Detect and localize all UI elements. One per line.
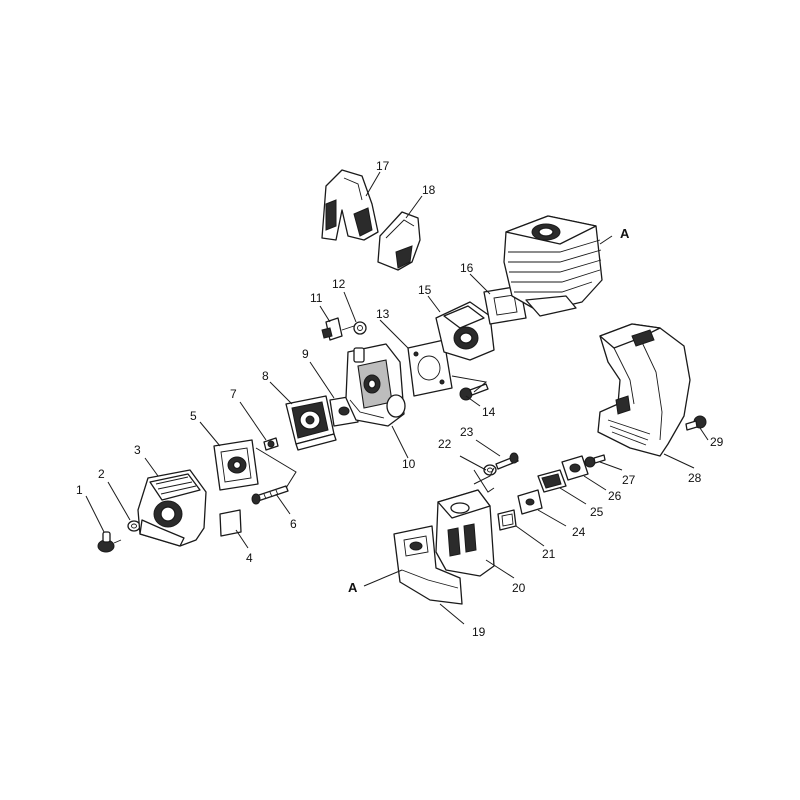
part-25-plate (537, 469, 567, 493)
part-20-muffler (435, 489, 495, 577)
callout-14: 14 (482, 405, 496, 419)
callout-2: 2 (98, 467, 105, 481)
callout-17: 17 (376, 159, 390, 173)
callout-18: 18 (422, 183, 436, 197)
part-23-bolt (495, 452, 519, 470)
part-26-gasket (561, 455, 589, 481)
callout-7: 7 (230, 387, 237, 401)
callout-8: 8 (262, 369, 269, 383)
part-4-filter-element (219, 509, 242, 537)
part-29-bolt (685, 415, 707, 431)
part-5-gasket (213, 439, 259, 491)
callout-16: 16 (460, 261, 474, 275)
part-6-bolt (251, 485, 289, 505)
reference-mark-bracket: A (348, 580, 358, 595)
callout-29: 29 (710, 435, 724, 449)
part-27-screw (584, 454, 606, 468)
part-2-washer (127, 520, 141, 532)
part-7-nut (263, 437, 279, 451)
part-28-shroud (597, 323, 691, 457)
callout-1: 1 (76, 483, 83, 497)
part-17-cover (321, 169, 379, 241)
reference-mark-cylinder: A (620, 226, 630, 241)
part-21-spark-arrestor (497, 509, 517, 531)
cylinder-assembly (503, 215, 603, 317)
part-24-gasket (517, 489, 543, 515)
callout-26: 26 (608, 489, 622, 503)
callout-27: 27 (622, 473, 636, 487)
callout-3: 3 (134, 443, 141, 457)
part-1-knob (97, 531, 122, 553)
callout-25: 25 (590, 505, 604, 519)
callout-5: 5 (190, 409, 197, 423)
part-18-cover (377, 211, 421, 271)
callout-labels: 1 2 3 4 5 6 7 8 9 10 11 12 13 14 15 16 1… (76, 159, 724, 639)
part-15-intake-adaptor (435, 301, 495, 361)
callout-9: 9 (302, 347, 309, 361)
callout-15: 15 (418, 283, 432, 297)
callout-28: 28 (688, 471, 702, 485)
callout-23: 23 (460, 425, 474, 439)
callout-13: 13 (376, 307, 390, 321)
part-8-air-cleaner-base (285, 395, 337, 451)
leader-lines (85, 171, 709, 625)
callout-12: 12 (332, 277, 346, 291)
part-13-insulator-gasket (407, 339, 453, 397)
part-11-connector (321, 317, 355, 341)
callout-10: 10 (402, 457, 416, 471)
part-19-bracket (393, 525, 463, 605)
callout-20: 20 (512, 581, 526, 595)
part-10-carburetor (345, 343, 406, 427)
callout-24: 24 (572, 525, 586, 539)
part-12-o-ring (353, 321, 367, 335)
callout-6: 6 (290, 517, 297, 531)
part-3-air-cleaner-cover (137, 469, 207, 547)
callout-22: 22 (438, 437, 452, 451)
callout-21: 21 (542, 547, 556, 561)
callout-19: 19 (472, 625, 486, 639)
callout-4: 4 (246, 551, 253, 565)
callout-11: 11 (310, 291, 323, 305)
